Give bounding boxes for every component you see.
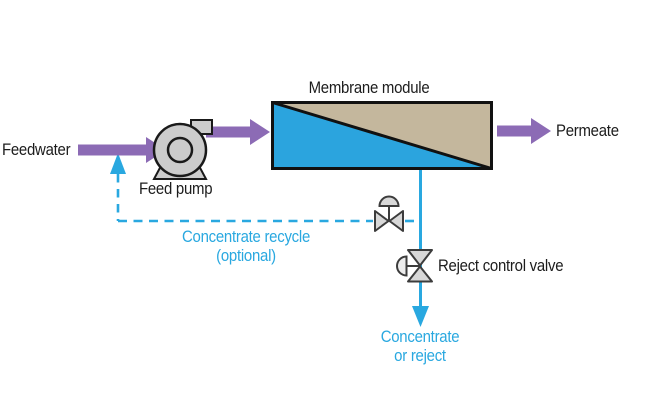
concentrate-recycle-line2: (optional): [216, 245, 276, 265]
concentrate-recycle-line1: Concentrate recycle: [181, 227, 311, 246]
membrane-module-label: Membrane module: [308, 78, 430, 97]
reject-control-valve-icon: [396, 249, 433, 283]
reject-line: [412, 169, 429, 327]
recycle-valve-body-right: [388, 210, 404, 232]
reject-valve-body-top: [407, 249, 433, 267]
reject-valve-actuator: [396, 255, 408, 277]
reject-control-valve-label: Reject control valve: [438, 256, 564, 275]
recycle-valve-body-left: [374, 210, 390, 232]
membrane-module-box: [271, 101, 493, 170]
recycle-arrowhead-up-icon: [110, 153, 126, 174]
concentrate-or-reject-line2: or reject: [394, 345, 446, 365]
recycle-valve-icon: [374, 195, 404, 232]
feed-pump-icon: [152, 119, 213, 180]
feedwater-label: Feedwater: [2, 140, 71, 159]
recycle-valve-actuator-dome: [378, 195, 400, 207]
reject-valve-body-bottom: [407, 265, 433, 283]
pump-to-membrane-arrow-icon: [206, 119, 270, 145]
pump-impeller: [166, 136, 194, 164]
concentrate-recycle-label: Concentrate recycle (optional): [173, 227, 319, 265]
permeate-arrow-icon: [497, 118, 551, 144]
concentrate-or-reject-label: Concentrate or reject: [366, 327, 473, 365]
recycle-line: [110, 153, 419, 223]
concentrate-or-reject-line1: Concentrate: [380, 327, 460, 346]
feedwater-arrow-icon: [78, 137, 166, 163]
membrane-module-border: [271, 101, 493, 170]
feed-pump-label: Feed pump: [139, 179, 213, 198]
membrane-diagonal-divider: [272, 101, 492, 170]
reject-arrowhead-down-icon: [412, 306, 429, 327]
permeate-label: Permeate: [556, 121, 619, 140]
